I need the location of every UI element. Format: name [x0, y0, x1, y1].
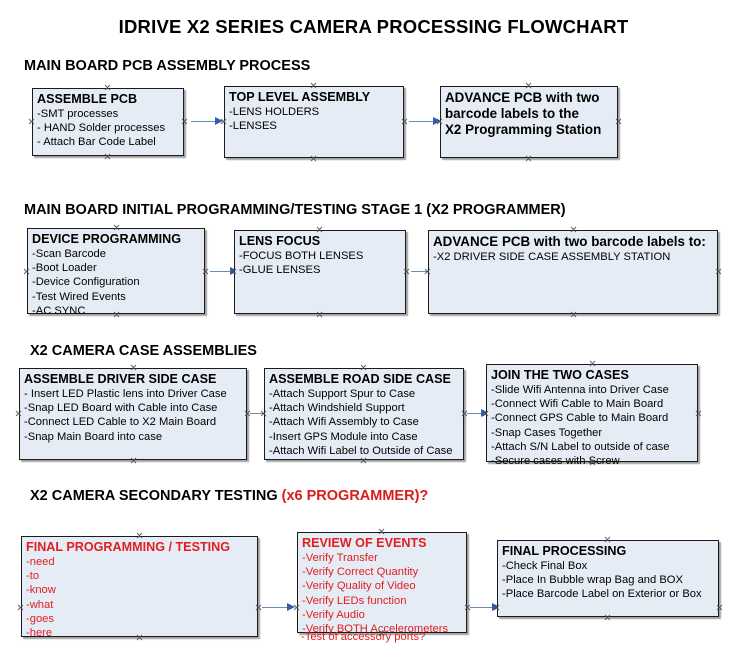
box-line: -Attach Support Spur to Case — [269, 388, 416, 400]
box-advance-pcb-driver-side-case[interactable]: ADVANCE PCB with two barcode labels to: … — [428, 230, 718, 314]
section-heading-text: X2 CAMERA CASE ASSEMBLIES — [30, 343, 257, 359]
section-heading-x2-camera-case-assemblies: X2 CAMERA CASE ASSEMBLIES — [30, 343, 257, 359]
box-final-programming-testing[interactable]: FINAL PROGRAMMING / TESTING -need -to -k… — [21, 536, 258, 640]
section-heading-text: MAIN BOARD INITIAL PROGRAMMING/TESTING S… — [24, 202, 566, 218]
box-line: -LENSES — [229, 120, 277, 133]
box-line: - Attach Bar Code Label — [37, 136, 156, 149]
box-line: -FOCUS BOTH LENSES — [239, 250, 364, 262]
box-line: - HAND Solder processes — [37, 122, 166, 135]
box-line: -Verify Transfer — [302, 552, 378, 564]
section-heading-x2-camera-secondary-testing: X2 CAMERA SECONDARY TESTING (x6 PROGRAMM… — [30, 488, 428, 504]
box-line: -Insert GPS Module into Case — [269, 430, 418, 443]
box-line: -Scan Barcode — [32, 248, 107, 260]
box-line: - Insert LED Plastic lens into Driver Ca… — [24, 388, 227, 400]
box-line: barcode labels to the — [445, 106, 579, 121]
box-line: -Snap Main Board into case — [24, 430, 163, 443]
box-line: -Verify Quality of Video — [302, 580, 416, 593]
box-line: -Verify BOTH Accelerometers — [302, 623, 449, 636]
box-line: X2 Programming Station — [445, 122, 602, 137]
box-final-processing[interactable]: FINAL PROCESSING -Check Final Box -Place… — [497, 540, 719, 617]
box-header: DEVICE PROGRAMMING — [32, 232, 182, 246]
box-review-of-events-overflow-line: -Test of accessory ports? — [301, 631, 426, 643]
box-line: -SMT processes — [37, 108, 119, 120]
box-line: -Attach Wifi Label to Outside of Case — [269, 444, 453, 457]
box-line: -X2 DRIVER SIDE CASE ASSEMBLY STATION — [433, 251, 671, 263]
connector-top-level-to-advance-pcb — [409, 117, 441, 126]
box-header: JOIN THE TWO CASES — [491, 368, 629, 382]
box-line: -Connect LED Cable to X2 Main Board — [24, 416, 217, 429]
box-line: -Connect GPS Cable to Main Board — [491, 412, 669, 425]
section-heading-main-board-initial-programming: MAIN BOARD INITIAL PROGRAMMING/TESTING S… — [24, 202, 566, 218]
box-line: -Secure cases with Screw — [491, 455, 620, 468]
box-advance-pcb-programming-station[interactable]: ADVANCE PCB with two barcode labels to t… — [440, 86, 618, 158]
page-title: IDRIVE X2 SERIES CAMERA PROCESSING FLOWC… — [118, 16, 629, 37]
box-header: REVIEW OF EVENTS — [302, 536, 427, 550]
box-line: -Attach Wifi Assembly to Case — [269, 416, 419, 429]
box-header: ASSEMBLE ROAD SIDE CASE — [269, 372, 451, 386]
box-header: ASSEMBLE PCB — [37, 92, 138, 106]
box-join-the-two-cases[interactable]: JOIN THE TWO CASES -Slide Wifi Antenna i… — [486, 364, 698, 467]
box-line: -to — [26, 570, 40, 583]
box-line: -Attach S/N Label to outside of case — [491, 440, 670, 453]
section-heading-red-text: (x6 PROGRAMMER)? — [281, 488, 429, 504]
box-line: -Boot Loader — [32, 262, 97, 275]
connector-final-programming-to-review-events — [262, 603, 295, 612]
connector-assemble-pcb-to-top-level — [191, 117, 223, 126]
box-top-level-assembly[interactable]: TOP LEVEL ASSEMBLY -LENS HOLDERS -LENSES — [224, 86, 404, 158]
box-header: FINAL PROCESSING — [502, 544, 627, 558]
box-assemble-pcb[interactable]: ASSEMBLE PCB -SMT processes - HAND Solde… — [32, 88, 184, 156]
box-line: -Slide Wifi Antenna into Driver Case — [491, 384, 669, 396]
section-heading-text: X2 CAMERA SECONDARY TESTING — [30, 488, 282, 504]
box-line: -Snap LED Board with Cable into Case — [24, 402, 218, 415]
box-header: TOP LEVEL ASSEMBLY — [229, 90, 371, 104]
box-line: -Attach Windshield Support — [269, 402, 405, 415]
box-header: FINAL PROGRAMMING / TESTING — [26, 540, 231, 554]
box-line: -Test Wired Events — [32, 290, 126, 303]
box-header: ADVANCE PCB with two — [445, 90, 600, 105]
box-line: -Verify Audio — [302, 608, 365, 621]
box-line: -Check Final Box — [502, 560, 588, 572]
section-heading-text: MAIN BOARD PCB ASSEMBLY PROCESS — [24, 58, 311, 74]
box-assemble-driver-side-case[interactable]: ASSEMBLE DRIVER SIDE CASE - Insert LED P… — [19, 368, 247, 460]
box-header: LENS FOCUS — [239, 234, 321, 248]
box-line: -Connect Wifi Cable to Main Board — [491, 398, 664, 411]
box-line: -need — [26, 556, 55, 568]
box-line: -Verify LEDs function — [302, 594, 407, 607]
box-line: -Place Barcode Label on Exterior or Box — [502, 588, 702, 601]
box-line: -Place In Bubble wrap Bag and BOX — [502, 574, 683, 587]
box-line: -goes — [26, 612, 54, 625]
box-line: -Snap Cases Together — [491, 426, 603, 439]
box-line: -Device Configuration — [32, 276, 140, 289]
box-line: -LENS HOLDERS — [229, 106, 320, 118]
section-heading-main-board-pcb-assembly: MAIN BOARD PCB ASSEMBLY PROCESS — [24, 58, 310, 74]
box-header: ASSEMBLE DRIVER SIDE CASE — [24, 372, 217, 386]
box-lens-focus[interactable]: LENS FOCUS -FOCUS BOTH LENSES -GLUE LENS… — [234, 230, 406, 314]
box-review-of-events[interactable]: REVIEW OF EVENTS -Verify Transfer -Verif… — [297, 532, 467, 636]
box-line: -Verify Correct Quantity — [302, 566, 419, 579]
connector-review-events-to-final-processing — [470, 603, 500, 612]
box-line: -here — [26, 627, 53, 640]
box-line: -know — [26, 584, 56, 597]
box-line: -GLUE LENSES — [239, 264, 321, 277]
box-line: -AC SYNC — [32, 304, 86, 317]
box-header: ADVANCE PCB with two barcode labels to: — [433, 234, 706, 249]
box-assemble-road-side-case[interactable]: ASSEMBLE ROAD SIDE CASE -Attach Support … — [264, 368, 464, 460]
box-line: -what — [26, 598, 54, 611]
box-device-programming[interactable]: DEVICE PROGRAMMING -Scan Barcode -Boot L… — [27, 228, 205, 317]
